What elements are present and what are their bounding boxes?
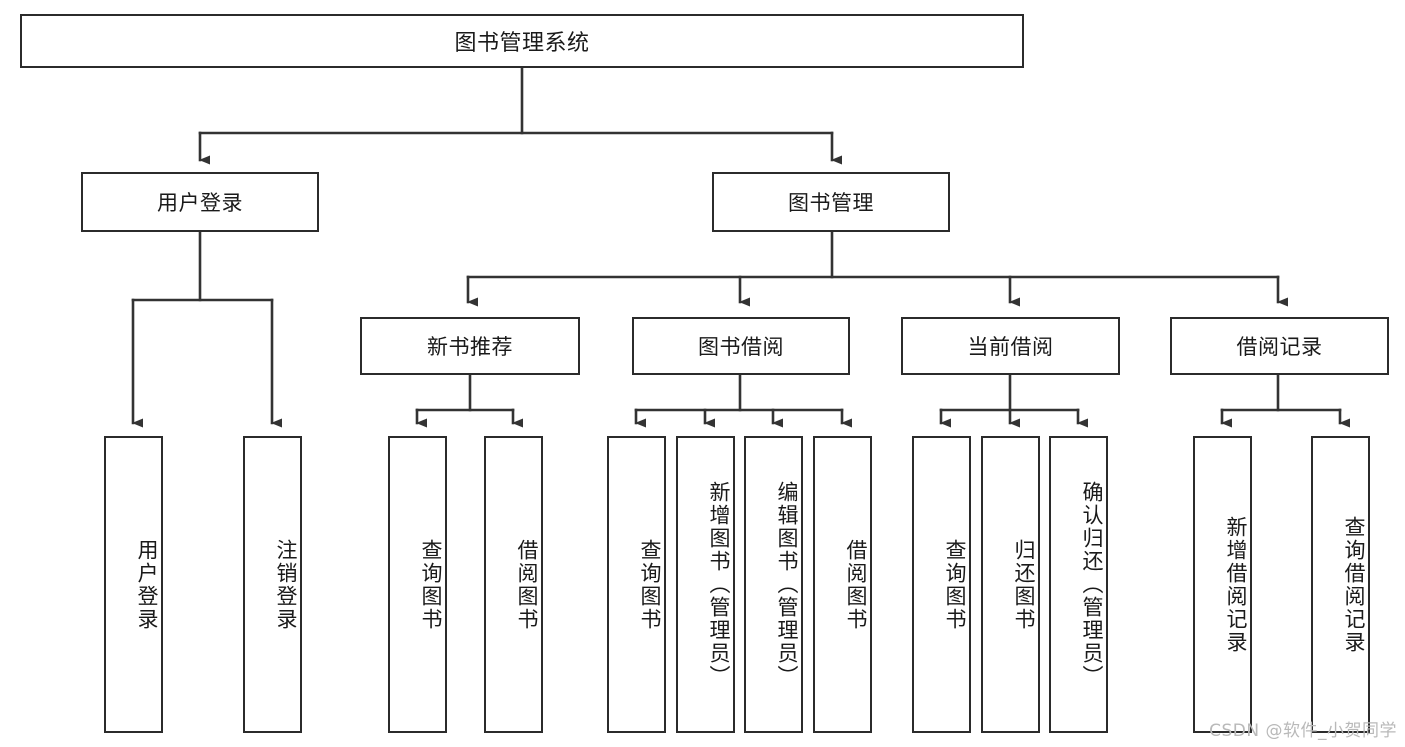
- node-book-management[interactable]: 图书管理: [712, 172, 950, 232]
- node-new-book-recommend[interactable]: 新书推荐: [360, 317, 580, 375]
- node-current-borrow[interactable]: 当前借阅: [901, 317, 1120, 375]
- leaf-borrow-edit-book-admin[interactable]: 编辑图书（管理员）: [744, 436, 803, 733]
- leaf-borrow-borrow-book[interactable]: 借阅图书: [813, 436, 872, 733]
- leaf-current-confirm-return-admin[interactable]: 确认归还（管理员）: [1049, 436, 1108, 733]
- node-borrow-record[interactable]: 借阅记录: [1170, 317, 1389, 375]
- leaf-user-login-signout[interactable]: 注销登录: [243, 436, 302, 733]
- leaf-borrow-add-book-admin[interactable]: 新增图书（管理员）: [676, 436, 735, 733]
- leaf-recommend-borrow-book[interactable]: 借阅图书: [484, 436, 543, 733]
- node-book-borrow[interactable]: 图书借阅: [632, 317, 850, 375]
- leaf-recommend-query-book[interactable]: 查询图书: [388, 436, 447, 733]
- leaf-record-add-borrow-record[interactable]: 新增借阅记录: [1193, 436, 1252, 733]
- leaf-current-return-book[interactable]: 归还图书: [981, 436, 1040, 733]
- leaf-borrow-query-book[interactable]: 查询图书: [607, 436, 666, 733]
- leaf-record-query-borrow-record[interactable]: 查询借阅记录: [1311, 436, 1370, 733]
- node-root-system[interactable]: 图书管理系统: [20, 14, 1024, 68]
- node-user-login[interactable]: 用户登录: [81, 172, 319, 232]
- leaf-current-query-book[interactable]: 查询图书: [912, 436, 971, 733]
- leaf-user-login-signin[interactable]: 用户登录: [104, 436, 163, 733]
